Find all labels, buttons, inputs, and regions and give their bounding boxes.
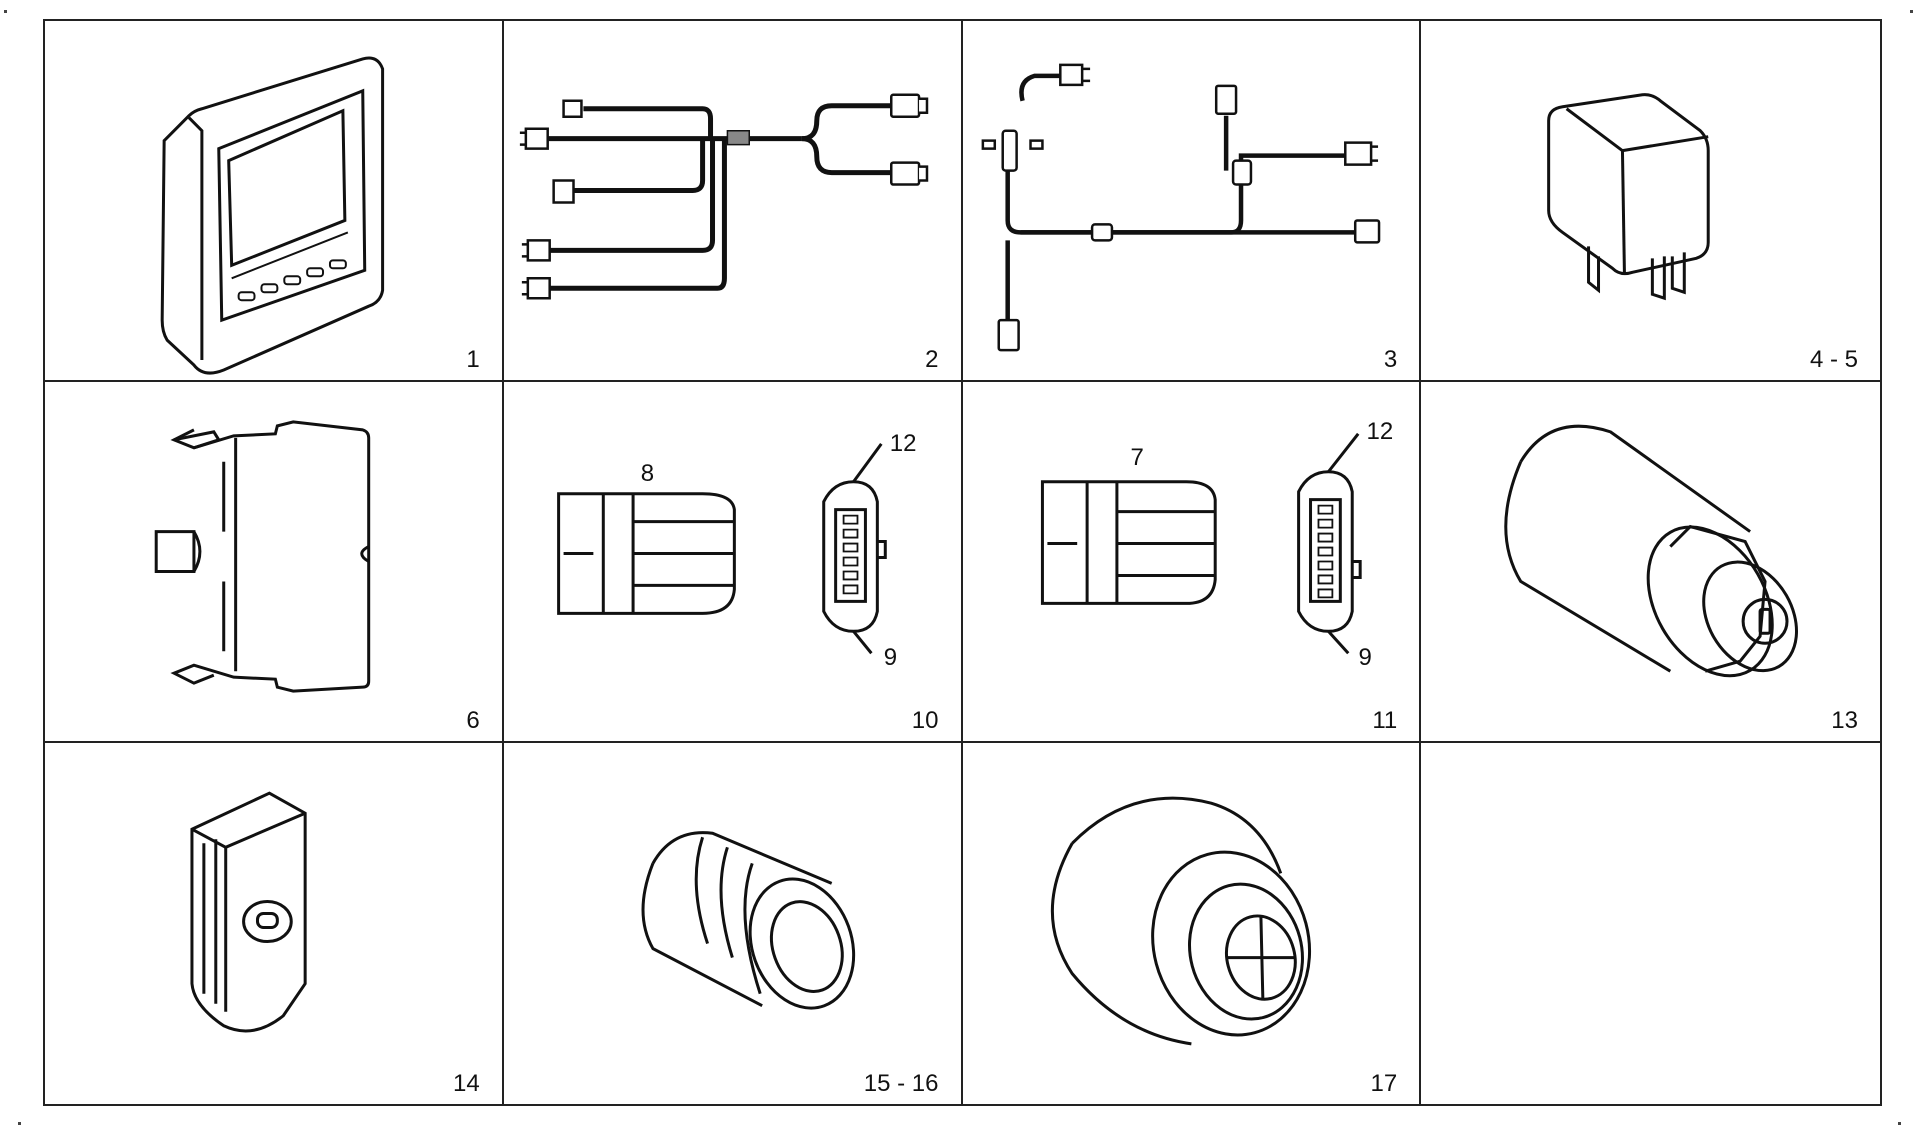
- callout-label: 12: [889, 430, 917, 457]
- cell-buzzer: 17: [963, 743, 1422, 1104]
- cell-label: 15 - 16: [863, 1070, 939, 1097]
- relay-icon: [1421, 21, 1880, 380]
- cell-label: 17: [1370, 1070, 1398, 1097]
- cell-label: 11: [1372, 707, 1398, 734]
- parts-diagram-sheet: 1: [43, 19, 1882, 1106]
- cell-relay: 4 - 5: [1421, 21, 1880, 382]
- cell-label: 13: [1831, 707, 1858, 734]
- cell-label: 6: [466, 707, 480, 734]
- pressure-sensor-icon: [504, 743, 961, 1104]
- cell-label: 14: [453, 1070, 480, 1097]
- buzzer-icon: [963, 743, 1420, 1104]
- wiring-harness-icon: [519, 21, 961, 380]
- cell-din-rail-module: 6: [45, 382, 504, 743]
- din-rail-module-icon: [45, 382, 502, 741]
- key-switch-icon: [1421, 382, 1880, 741]
- cell-label: 2: [925, 346, 939, 373]
- display-panel-icon: [45, 21, 502, 380]
- cell-empty: [1421, 743, 1880, 1104]
- cell-label: 1: [466, 346, 480, 373]
- callout-label: 9: [883, 644, 898, 671]
- cell-display-panel: 1: [45, 21, 504, 382]
- cell-pressure-sensor: 15 - 16: [504, 743, 963, 1104]
- parts-grid: 1: [45, 21, 1880, 1104]
- cell-key-switch: 13: [1421, 382, 1880, 743]
- cell-wiring-harness-branched: 3: [962, 21, 1422, 382]
- cell-wiring-harness: 2: [503, 21, 963, 382]
- cell-label: 4 - 5: [1809, 346, 1858, 373]
- callout-label: 8: [640, 460, 655, 487]
- cell-connector-10: 8 12 9 10: [503, 382, 963, 743]
- corner-mark: [18, 1122, 21, 1125]
- callout-label: 12: [1366, 418, 1394, 445]
- transponder-key-icon: [45, 743, 502, 1104]
- callout-label: 9: [1358, 644, 1372, 671]
- corner-mark: [4, 10, 7, 13]
- cell-label: 3: [1383, 346, 1398, 373]
- cell-transponder-key: 14: [45, 743, 504, 1104]
- corner-mark: [1898, 1122, 1901, 1125]
- connector-icon: [963, 382, 1420, 741]
- callout-label: 7: [1130, 444, 1144, 471]
- connector-icon: [504, 382, 961, 741]
- cell-connector-11: 7 12 9 11: [962, 382, 1422, 743]
- cell-label: 10: [911, 707, 939, 734]
- wiring-harness-branched-icon: [963, 21, 1420, 380]
- corner-mark: [1910, 10, 1913, 13]
